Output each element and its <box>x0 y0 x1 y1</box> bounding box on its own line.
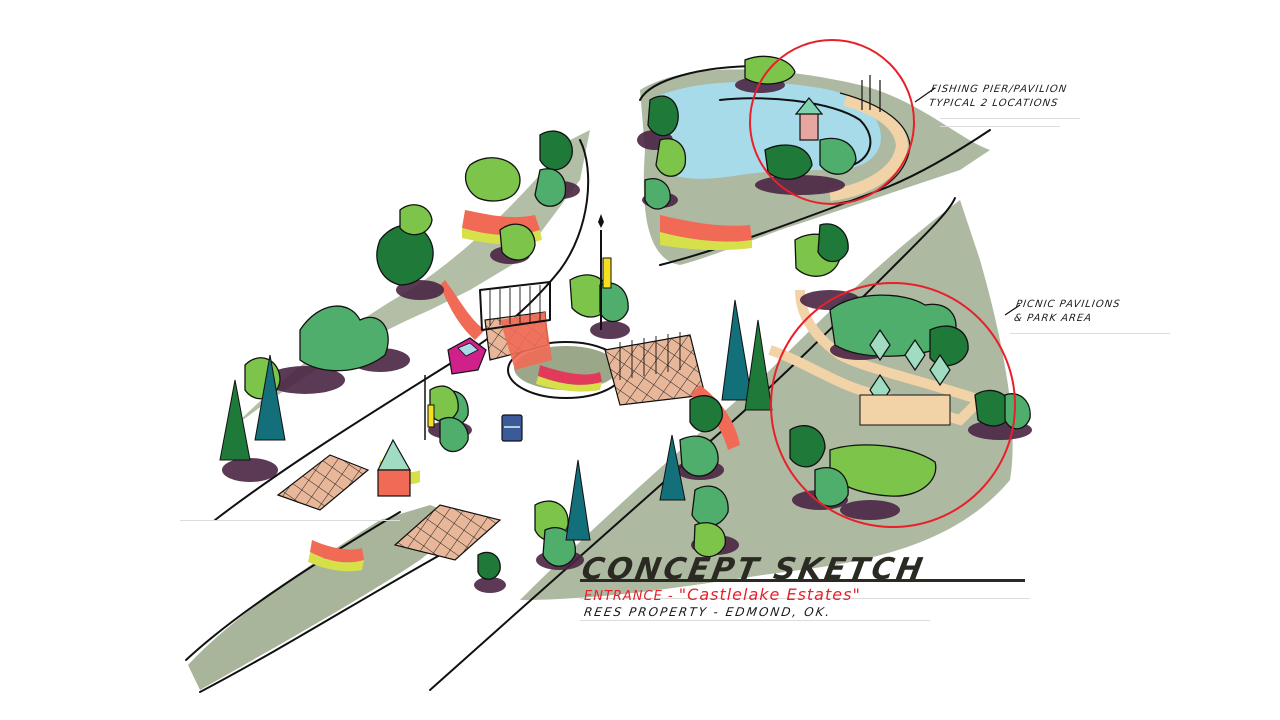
picnic-pavilions-label-line1: PICNIC PAVILIONS <box>1015 299 1122 310</box>
picnic-area-highlight-circle <box>770 282 1016 528</box>
guide-line <box>940 126 1060 127</box>
sketch-byline: REES PROPERTY - EDMOND, OK. <box>583 605 833 619</box>
picnic-pavilions-label-line2: & PARK AREA <box>1013 313 1093 324</box>
fishing-pier-label-line1: FISHING PIER/PAVILION <box>930 84 1068 95</box>
guide-line <box>180 520 400 521</box>
title-underline <box>580 579 1025 582</box>
subtitle-prefix: ENTRANCE - <box>584 589 679 604</box>
fishing-pier-highlight-circle <box>749 39 915 205</box>
fishing-pavilion <box>794 75 881 141</box>
sketch-subtitle: ENTRANCE - "Castlelake Estates" <box>584 585 861 604</box>
subtitle-project-name: "Castlelake Estates" <box>678 585 861 604</box>
guide-line <box>1010 333 1170 334</box>
cars <box>447 337 523 442</box>
fishing-pier-label-line2: TYPICAL 2 LOCATIONS <box>928 98 1060 109</box>
fishing-pier-label: FISHING PIER/PAVILION TYPICAL 2 LOCATION… <box>928 84 1068 109</box>
guide-line <box>580 598 1030 599</box>
guide-line <box>940 118 1080 119</box>
flower-beds <box>308 210 752 572</box>
entry-gate <box>377 214 681 497</box>
guide-line <box>580 620 930 621</box>
picnic-pavilions-label: PICNIC PAVILIONS & PARK AREA <box>1013 299 1121 324</box>
